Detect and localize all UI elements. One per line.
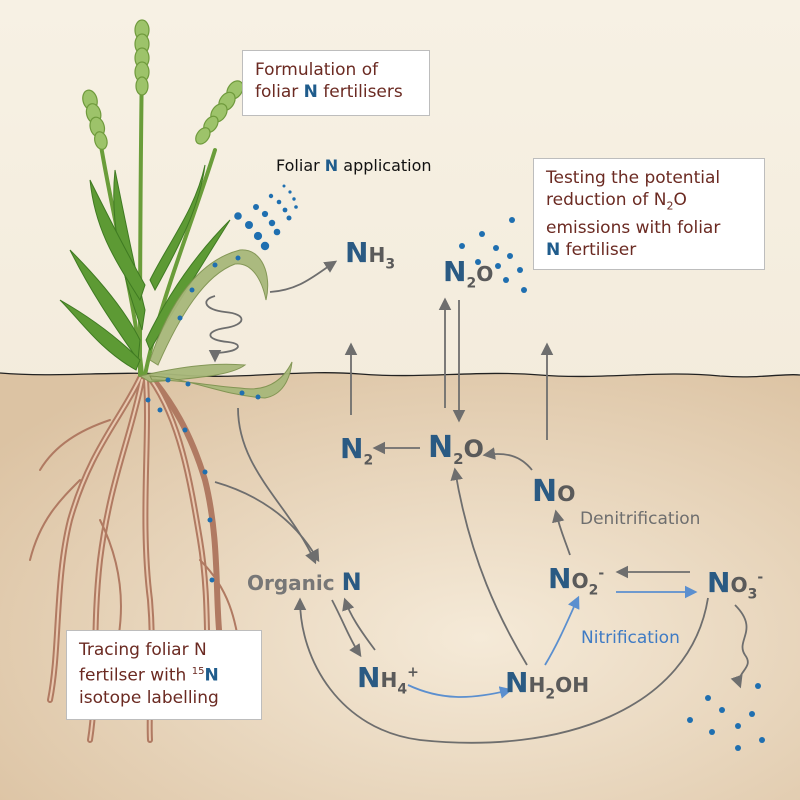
no-o: O [557,482,576,507]
species-nh2oh: NH2OH [505,666,589,703]
species-nh4: NH4+ [357,661,419,698]
n2o-soil-sub: 2 [453,450,464,468]
process-arrows [205,260,749,744]
no3-sup: - [757,569,764,586]
foliar-application-label: Foliar N application [276,156,432,175]
callout-tracing-line2-pre: fertilser with [79,665,192,686]
species-no: NO [532,474,575,509]
callout-formulation-pre: foliar [255,82,304,102]
callout-tracing-sup: 15 [191,666,205,677]
arrow-no-to-n2o [482,447,533,471]
nh4-h: H [380,668,398,692]
process-nitrification: Nitrification [581,628,680,648]
no2-sup: - [598,565,605,582]
no-n: N [532,474,558,509]
species-n2o-air: N2O [443,255,493,292]
callout-tracing-line3: isotope labelling [79,687,219,708]
uptake-coil [205,295,243,354]
organic-text: Organic [247,571,342,595]
arrow-no2-to-no [552,509,571,556]
foliar-application-pre: Foliar [276,156,325,175]
no3-n: N [707,566,731,599]
nitrification-arrows [407,585,698,699]
no3-sub: 3 [747,586,758,603]
arrow-organic-to-nh4 [331,599,362,658]
n2o-soil-o: O [463,435,484,463]
nh4-sup: + [407,664,419,681]
nh4-n: N [357,661,381,694]
foliar-spray-dots [234,184,298,251]
nh3-h: H [368,243,386,267]
callout-tracing-line1: Tracing foliar N [79,640,207,660]
no2-sub: 2 [588,582,599,599]
species-n2: N2 [340,432,373,469]
arrow-leaching [730,604,749,689]
n2-n: N [340,432,364,465]
soil-surface-line [0,372,800,378]
species-no2: NO2- [548,562,604,599]
foliar-application-post: application [338,156,432,175]
nh3-sub: 3 [385,256,396,273]
callout-testing-line2-post: O [673,190,687,210]
nh3-n: N [345,236,369,269]
callout-tracing-n: N [204,665,219,686]
callout-formulation: Formulation of foliar N fertilisers [242,50,430,116]
callout-testing-line1: Testing the potential [546,168,721,188]
n2o-air-sub: 2 [466,275,477,292]
arrow-no3-to-organic [293,597,709,744]
process-denitrification: Denitrification [580,509,701,529]
callout-testing-n: N [546,240,561,261]
organic-n: N [341,568,362,596]
callout-testing-line4: fertiliser [560,240,637,261]
nh4-sub: 4 [397,681,408,698]
callout-testing-line2-pre: reduction of N [546,190,667,210]
n2o-soil-n: N [428,430,454,465]
wheat-plant [59,19,293,583]
arrow-nh2oh-to-no2 [544,595,580,666]
nh2oh-oh: OH [555,673,590,697]
species-n2o-soil: N2O [428,430,484,468]
callout-formulation-line1: Formulation of [255,60,379,80]
arrow-nh4-to-organic [342,597,376,651]
arrow-nh4-to-nh2oh [407,684,513,699]
callout-tracing: Tracing foliar N fertilser with 15N isot… [66,630,262,720]
leaching-dots [687,683,765,751]
nh2oh-n: N [505,666,529,699]
nh2oh-h: H [528,673,546,697]
callout-testing-line3: emissions with foliar [546,218,721,239]
n2o-air-o: O [476,262,494,286]
arrow-root-to-organic [237,407,317,565]
arrow-volatilisation [269,260,338,293]
species-no3: NO3- [707,566,763,603]
callout-testing-sub: 2 [666,199,674,213]
no2-o: O [571,569,589,593]
n2o-air-n: N [443,255,467,288]
callout-formulation-post: fertilisers [317,82,403,102]
callout-formulation-n: N [303,82,318,102]
n2o-emission-dots [459,217,527,293]
no3-o: O [730,573,748,597]
arrow-nh2oh-to-n2o [450,467,528,666]
foliar-application-n: N [324,156,339,175]
n2-sub: 2 [363,452,374,469]
species-organic-n: Organic N [247,568,362,596]
species-nh3: NH3 [345,236,395,273]
callout-testing: Testing the potential reduction of N2O e… [533,158,765,270]
no2-n: N [548,562,572,595]
nh2oh-sub: 2 [545,686,556,703]
